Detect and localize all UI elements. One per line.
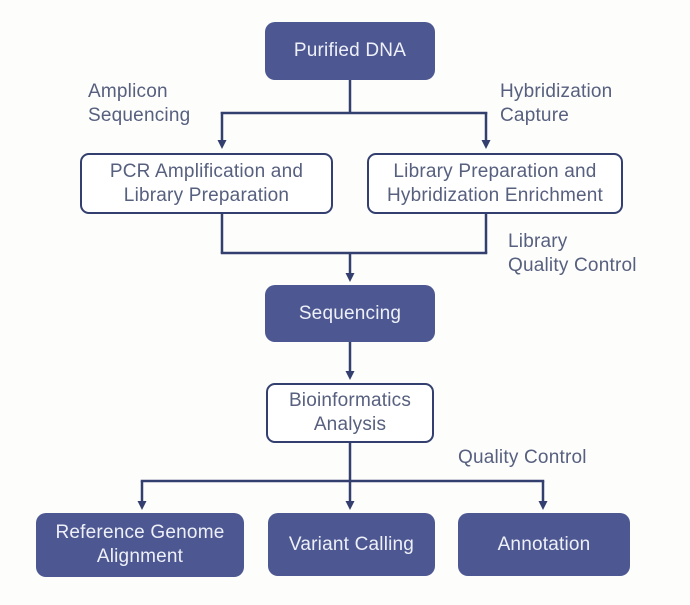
node-pcr-amplification: PCR Amplification and Library Preparatio… <box>80 153 333 214</box>
node-library-preparation: Library Preparation and Hybridization En… <box>367 153 623 214</box>
edge-label-hybridization-capture: Hybridization Capture <box>500 81 613 126</box>
edge-label-library-quality-control: Library Quality Control <box>508 231 637 276</box>
node-sequencing: Sequencing <box>265 285 435 342</box>
node-reference-genome-alignment: Reference Genome Alignment <box>36 513 244 577</box>
node-annotation: Annotation <box>458 513 630 576</box>
edge-label-amplicon-sequencing: Amplicon Sequencing <box>88 81 191 126</box>
node-variant-calling: Variant Calling <box>268 513 435 576</box>
edge-label-quality-control: Quality Control <box>458 447 587 468</box>
node-bioinformatics-analysis: Bioinformatics Analysis <box>266 383 434 443</box>
node-purified-dna: Purified DNA <box>265 22 435 80</box>
